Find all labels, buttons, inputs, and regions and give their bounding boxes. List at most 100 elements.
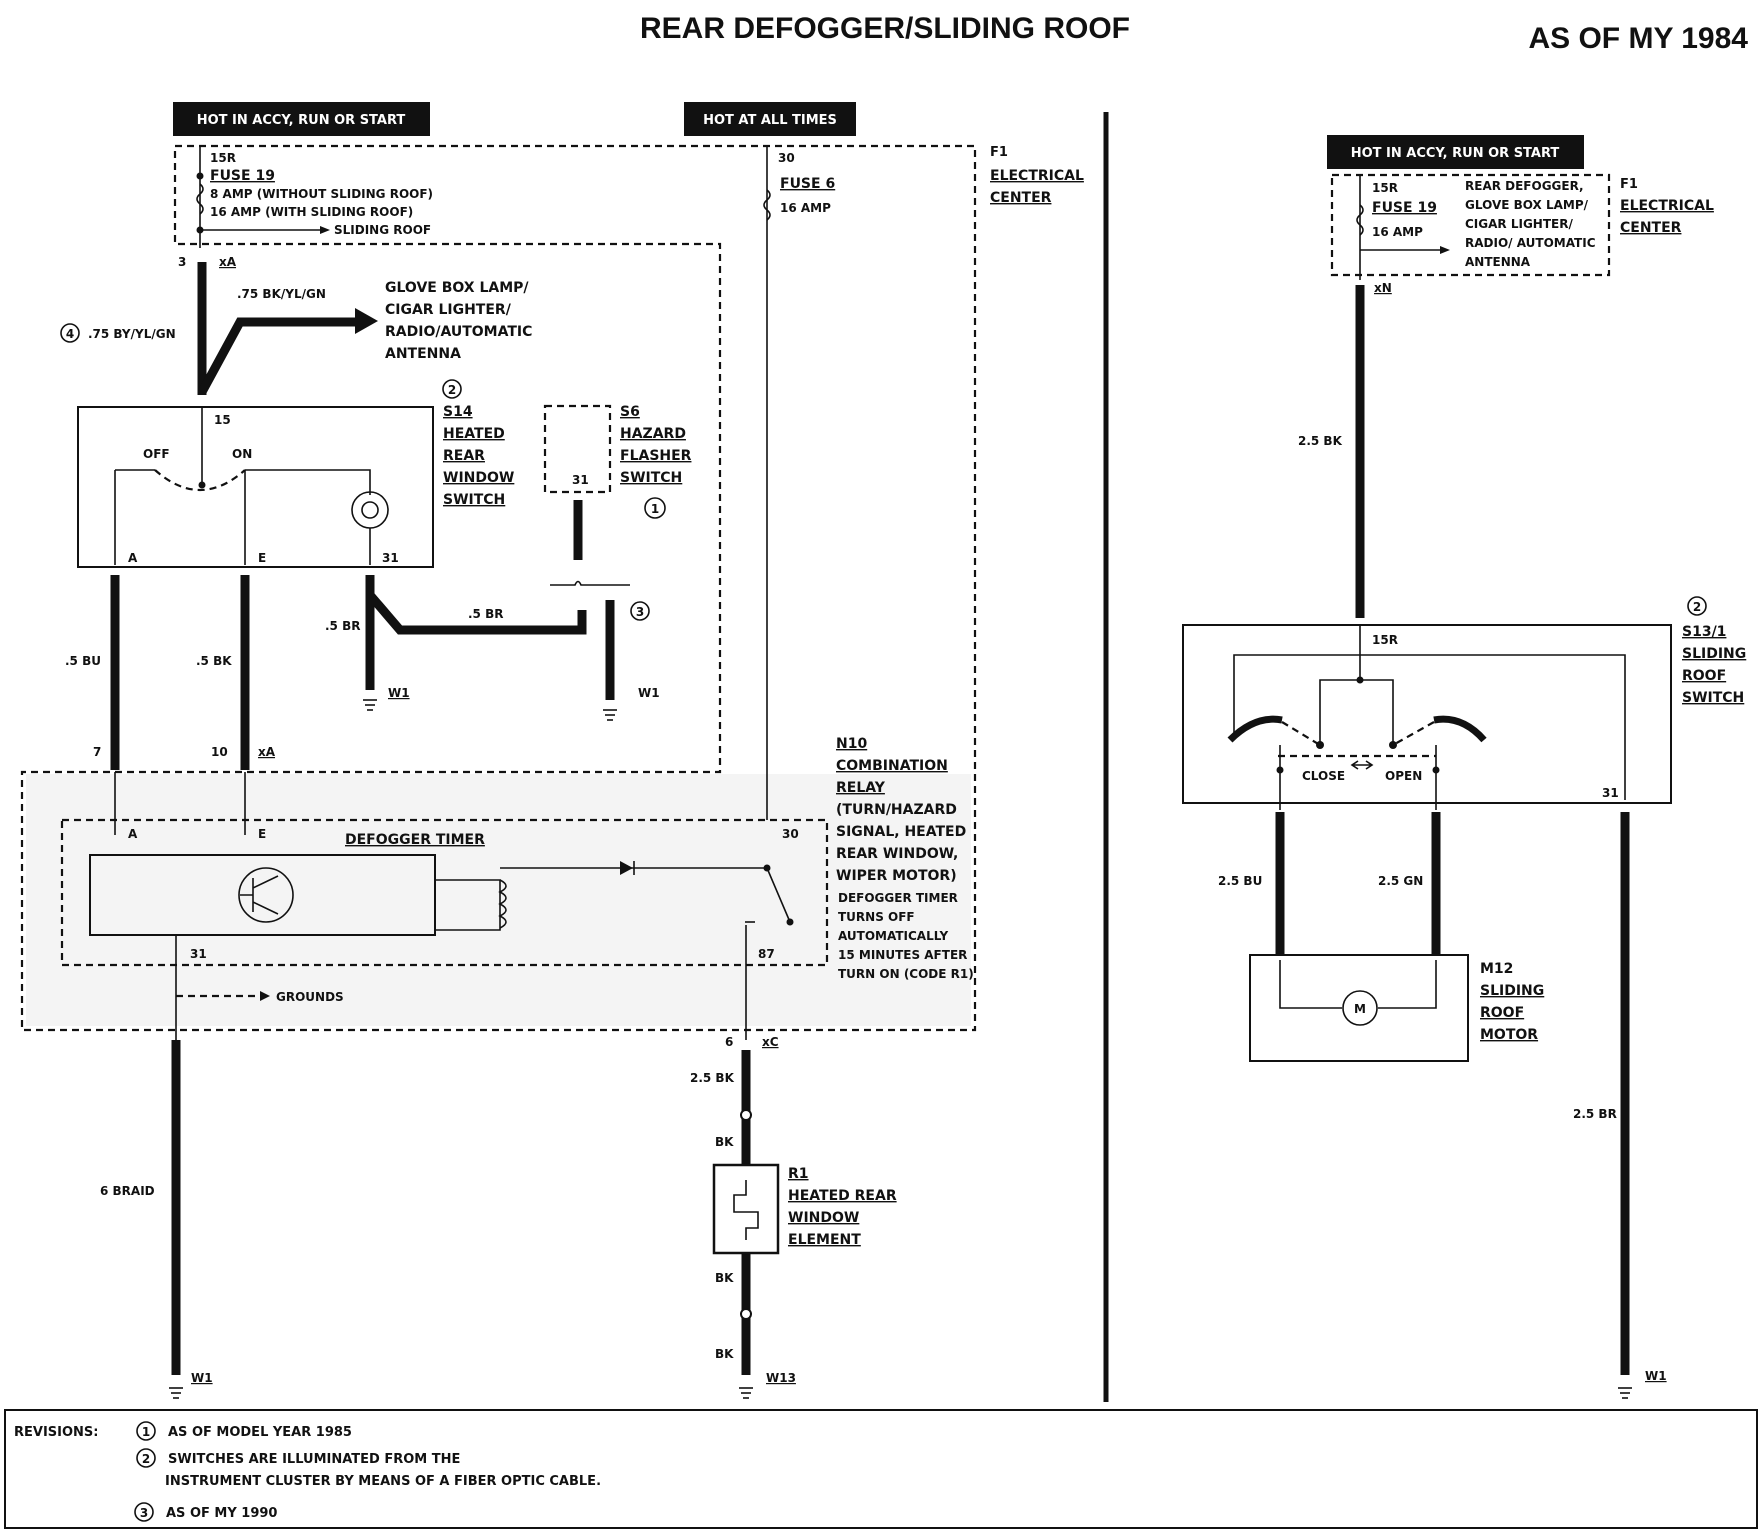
tag-hot-at-all-times-text: HOT AT ALL TIMES xyxy=(703,113,837,128)
r1-line3: ELEMENT xyxy=(788,1232,861,1248)
right-f1-id: F1 xyxy=(1620,177,1638,192)
s14-line1: HEATED xyxy=(443,426,505,442)
s14-terminal-a: A xyxy=(128,551,138,565)
tag-hot-at-all-times: HOT AT ALL TIMES xyxy=(684,102,856,136)
bk-label-2: BK xyxy=(715,1271,734,1285)
right-fuse19-name: FUSE 19 xyxy=(1372,200,1437,216)
s14-lamp-filament xyxy=(361,501,379,519)
note4-number: 4 xyxy=(66,327,74,341)
s131-note-number: 2 xyxy=(1693,600,1701,614)
s131-open-node xyxy=(1432,766,1440,774)
right-feed-line3: CIGAR LIGHTER/ xyxy=(1465,217,1573,231)
revision-1-text: AS OF MODEL YEAR 1985 xyxy=(168,1425,352,1440)
n10-note-line4: 15 MINUTES AFTER xyxy=(838,948,967,962)
relay-contact xyxy=(766,867,791,923)
note3-number: 3 xyxy=(636,605,644,619)
right-feed-line4: RADIO/ AUTOMATIC xyxy=(1465,236,1596,250)
right-feed-arrow xyxy=(1440,246,1450,254)
s14-on-path xyxy=(245,469,371,495)
n10-line1: COMBINATION xyxy=(836,758,948,774)
revision-2-circle xyxy=(136,1448,156,1468)
fuse6-rating: 16 AMP xyxy=(780,201,831,215)
pin-7: 7 xyxy=(93,745,101,759)
f1-label-line1: ELECTRICAL xyxy=(990,168,1084,184)
n10-line6: WIPER MOTOR) xyxy=(836,868,957,884)
fuse19-rating1: 8 AMP (WITHOUT SLIDING ROOF) xyxy=(210,187,433,201)
glove-box-line2: CIGAR LIGHTER/ xyxy=(385,302,512,318)
right-f1-line1: ELECTRICAL xyxy=(1620,198,1714,214)
s131-contact-left xyxy=(1316,741,1324,749)
bk-label-3: BK xyxy=(715,1347,734,1361)
revision-3-text: AS OF MY 1990 xyxy=(166,1506,277,1521)
s131-outer-loop xyxy=(1233,654,1626,800)
s131-terminal-31: 31 xyxy=(1602,786,1619,800)
right-wire-25bu-label: 2.5 BU xyxy=(1218,874,1262,888)
ground-w1-c-label: W1 xyxy=(191,1371,213,1385)
s14-off-label: OFF xyxy=(143,447,170,461)
s14-switch-box xyxy=(77,406,434,568)
s131-right-rocker xyxy=(1433,715,1487,743)
timer-terminal-a: A xyxy=(128,827,138,841)
wire-5br-label-a: .5 BR xyxy=(325,619,360,633)
s14-line2: REAR xyxy=(443,448,485,464)
glove-box-branch-arrow xyxy=(355,308,378,334)
right-xn-connector: xN xyxy=(1374,281,1392,295)
wire-75-top: .75 BK/YL/GN xyxy=(237,287,326,301)
wire-5bk-label: .5 BK xyxy=(196,654,232,668)
wire-5bu-label: .5 BU xyxy=(65,654,101,668)
s14-terminal-31: 31 xyxy=(382,551,399,565)
right-f1-box xyxy=(1330,173,1611,277)
right-fuse19-terminal: 15R xyxy=(1372,181,1398,195)
s131-id: S13/1 xyxy=(1682,624,1726,640)
glove-box-line1: GLOVE BOX LAMP/ xyxy=(385,280,529,296)
ground-w1-a-label: W1 xyxy=(388,686,410,700)
s131-terminal-15r: 15R xyxy=(1372,633,1398,647)
bk-label-1: BK xyxy=(715,1135,734,1149)
revision-2-text: SWITCHES ARE ILLUMINATED FROM THE xyxy=(168,1452,460,1467)
r1-element-icon xyxy=(733,1180,759,1240)
s14-line3: WINDOW xyxy=(443,470,514,486)
right-ground-w1 xyxy=(1618,1387,1632,1399)
fuse6-terminal: 30 xyxy=(778,151,795,165)
m12-line2: ROOF xyxy=(1480,1005,1524,1021)
s131-dashed-links xyxy=(1281,721,1435,746)
ground-w1-b xyxy=(603,709,617,721)
timer-terminal-87: 87 xyxy=(758,947,775,961)
pin-xa2: xA xyxy=(258,745,276,759)
m12-motor-symbol: M xyxy=(1354,1002,1366,1016)
fuse19-to-sliding-roof: SLIDING ROOF xyxy=(334,223,431,237)
wire-75-left: .75 BY/YL/GN xyxy=(88,327,176,341)
note4-circle xyxy=(60,323,80,343)
timer-module-box xyxy=(89,854,436,936)
m12-motor-box xyxy=(1249,954,1469,1062)
n10-shaded-area xyxy=(26,774,971,1026)
glove-box-branch-wire xyxy=(198,317,360,395)
right-wire-25bk-label: 2.5 BK xyxy=(1298,434,1343,448)
timer-terminal-30: 30 xyxy=(782,827,799,841)
revision-3-circle xyxy=(134,1502,154,1522)
s131-contact-right xyxy=(1389,741,1397,749)
n10-note-line5: TURN ON (CODE R1) xyxy=(838,967,974,981)
timer-terminal-31: 31 xyxy=(190,947,207,961)
right-feed-line1: REAR DEFOGGER, xyxy=(1465,179,1584,193)
s14-terminal-15: 15 xyxy=(214,413,231,427)
r1-id: R1 xyxy=(788,1166,809,1182)
right-wire-25gn-label: 2.5 GN xyxy=(1378,874,1423,888)
right-ground-w1-label: W1 xyxy=(1645,1369,1667,1383)
n10-note-line1: DEFOGGER TIMER xyxy=(838,891,958,905)
revisions-label: REVISIONS: xyxy=(14,1425,98,1440)
n10-line5: REAR WINDOW, xyxy=(836,846,958,862)
s14-note-circle xyxy=(442,379,462,399)
transistor-icon xyxy=(238,867,294,923)
revision-2-number: 2 xyxy=(142,1452,150,1466)
revision-3-number: 3 xyxy=(140,1506,148,1520)
m12-motor-icon xyxy=(1342,990,1378,1026)
right-feed-line2: GLOVE BOX LAMP/ xyxy=(1465,198,1589,212)
ground-w1-a xyxy=(363,699,377,711)
right-f1-line2: CENTER xyxy=(1620,220,1682,236)
revision-1-number: 1 xyxy=(142,1425,150,1439)
splice-1 xyxy=(740,1109,752,1121)
s14-lamp-icon xyxy=(351,491,389,529)
tag-hot-accy-right-text: HOT IN ACCY, RUN OR START xyxy=(1351,146,1560,161)
fuse19-node xyxy=(196,172,204,180)
